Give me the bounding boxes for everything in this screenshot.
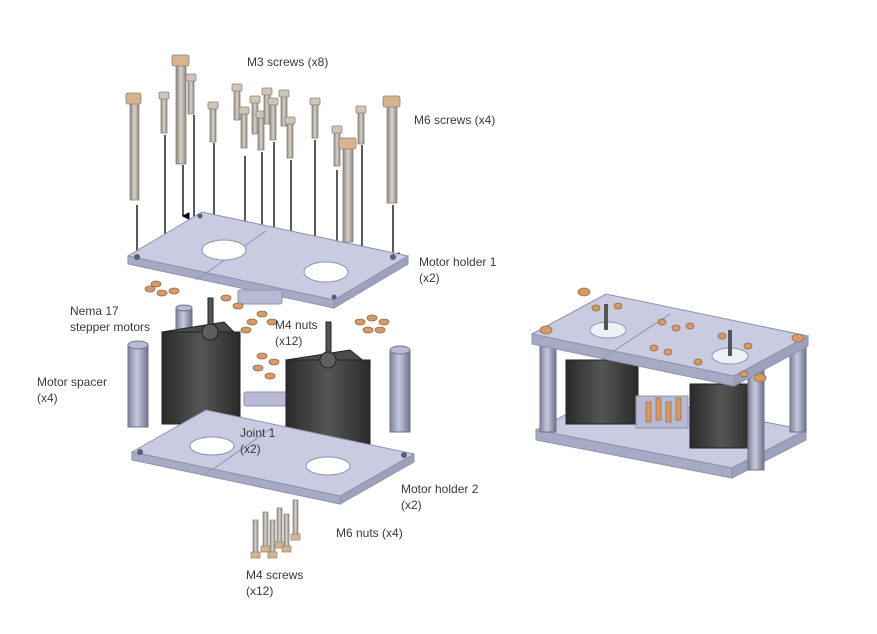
label-motor-holder-2: Motor holder 2 (x2) [401, 482, 479, 512]
m4-nuts-exploded [144, 280, 390, 380]
assembled-view [530, 287, 810, 479]
label-motor-holder-1: Motor holder 1 (x2) [419, 255, 497, 285]
label-m4-nuts: M4 nuts (x12) [275, 318, 318, 348]
stepper-motor-left [160, 297, 242, 425]
m4-screws-exploded [250, 499, 301, 559]
motor-holder-1-plate [126, 211, 410, 309]
label-joint-1: Joint 1 (x2) [240, 426, 276, 456]
label-m3-screws: M3 screws (x8) [247, 55, 329, 69]
label-motor-spacer: Motor spacer (x4) [37, 375, 108, 405]
joint-1-lower [243, 391, 289, 407]
label-m6-nuts: M6 nuts (x4) [336, 526, 403, 540]
label-nema-17: Nema 17 stepper motors [70, 304, 151, 334]
label-m4-screws: M4 screws (x12) [246, 568, 304, 598]
screws-top [125, 54, 401, 243]
exploded-view [125, 54, 416, 559]
joint-1-upper [237, 289, 283, 305]
motor-holder-2-plate [130, 409, 416, 505]
label-m6-screws: M6 screws (x4) [414, 113, 496, 127]
